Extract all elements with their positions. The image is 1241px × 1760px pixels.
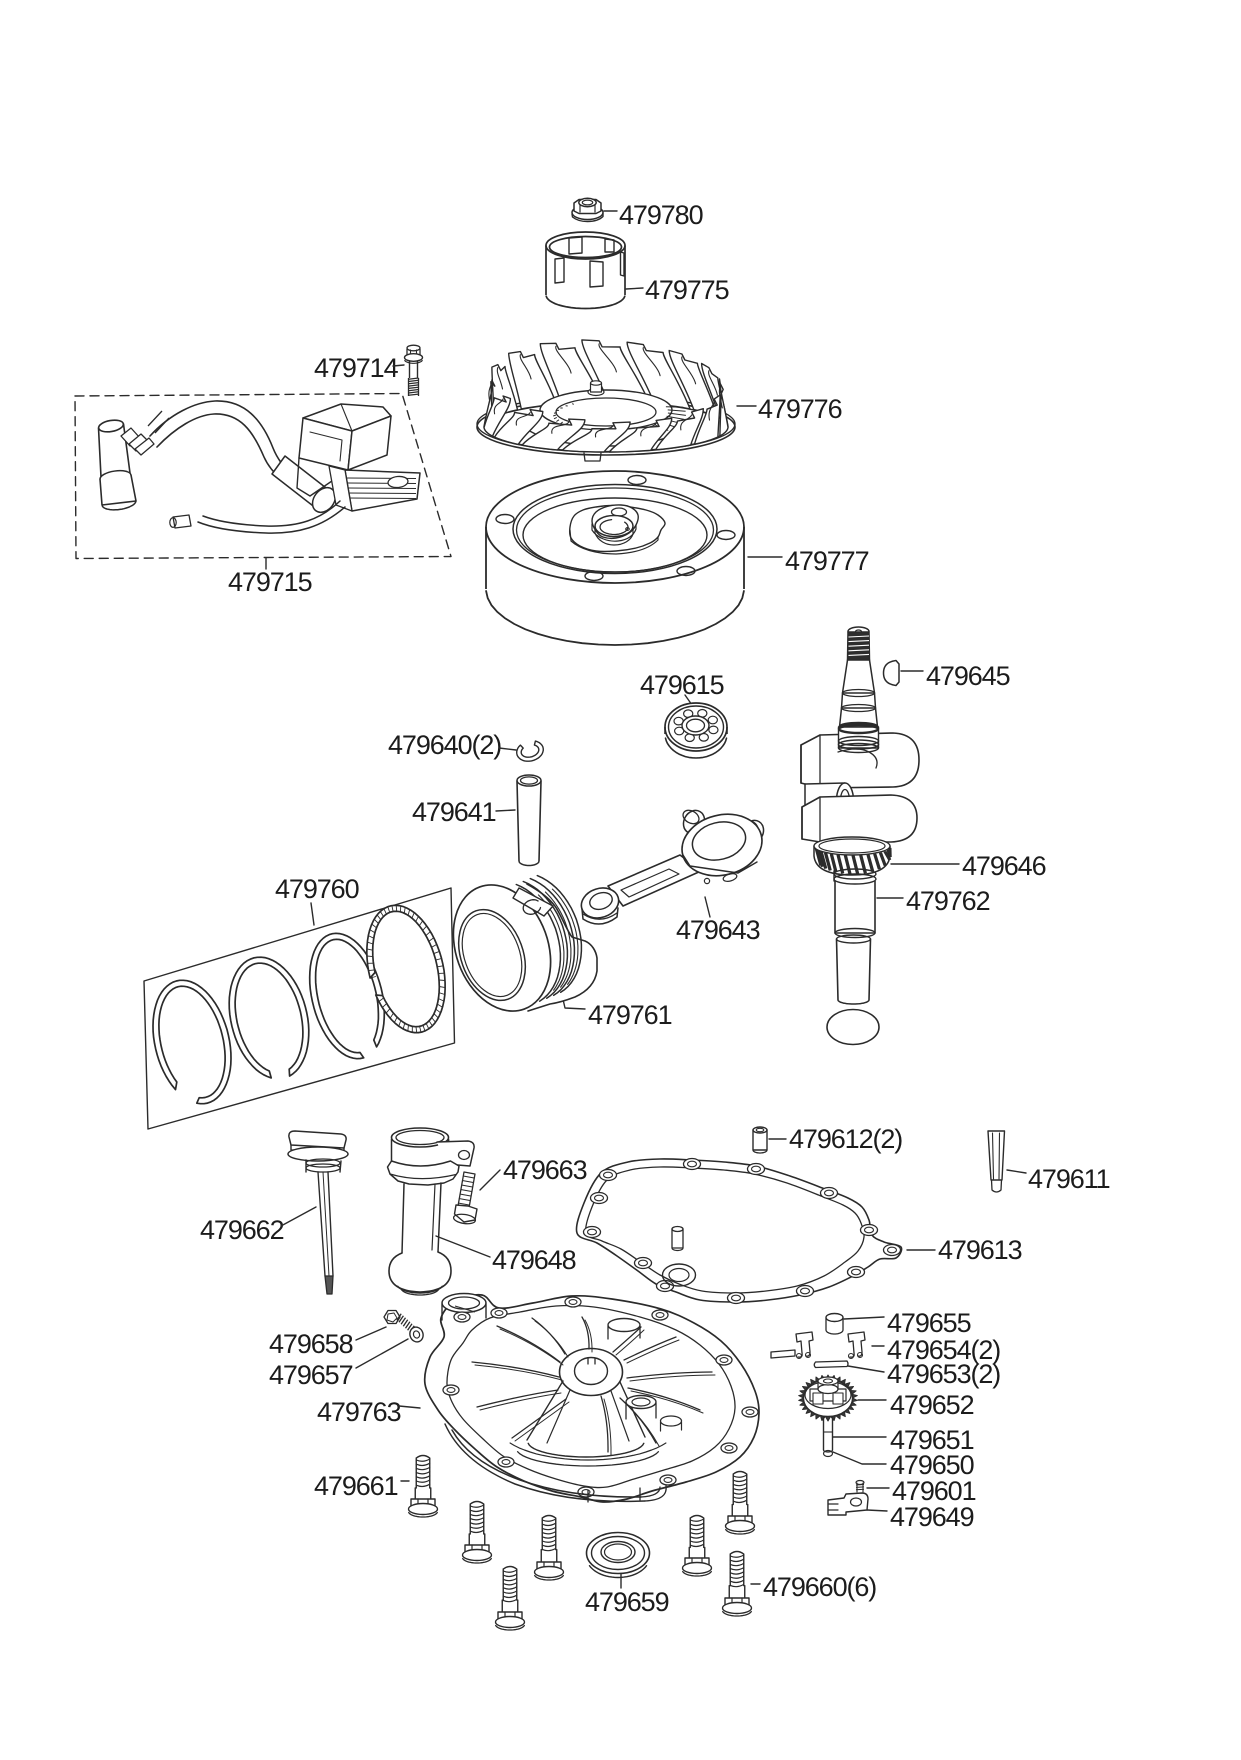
svg-text:479646: 479646: [962, 851, 1046, 881]
svg-text:479715: 479715: [228, 567, 312, 597]
svg-text:479613: 479613: [938, 1235, 1022, 1265]
svg-text:479652: 479652: [890, 1390, 974, 1420]
svg-text:479776: 479776: [758, 394, 842, 424]
svg-text:479775: 479775: [645, 275, 729, 305]
svg-text:479648: 479648: [492, 1245, 576, 1275]
svg-text:479643: 479643: [676, 915, 760, 945]
svg-text:479662: 479662: [200, 1215, 284, 1245]
svg-text:479615: 479615: [640, 670, 724, 700]
svg-text:479762: 479762: [906, 886, 990, 916]
svg-text:479649: 479649: [890, 1502, 974, 1532]
svg-text:479777: 479777: [785, 546, 869, 576]
svg-text:479640(2): 479640(2): [388, 730, 501, 760]
svg-text:479611: 479611: [1028, 1164, 1110, 1194]
svg-text:479661: 479661: [314, 1471, 398, 1501]
svg-text:479659: 479659: [585, 1587, 669, 1617]
svg-text:479663: 479663: [503, 1155, 587, 1185]
svg-text:479641: 479641: [412, 797, 496, 827]
svg-text:479780: 479780: [619, 200, 703, 230]
svg-text:479760: 479760: [275, 874, 359, 904]
svg-text:479645: 479645: [926, 661, 1010, 691]
svg-text:479714: 479714: [314, 353, 399, 383]
svg-text:479660(6): 479660(6): [763, 1572, 876, 1602]
svg-text:479658: 479658: [269, 1329, 353, 1359]
svg-text:479612(2): 479612(2): [789, 1124, 902, 1154]
svg-text:479655: 479655: [887, 1308, 971, 1338]
svg-text:479763: 479763: [317, 1397, 401, 1427]
svg-text:479657: 479657: [269, 1360, 353, 1390]
svg-text:479653(2): 479653(2): [887, 1359, 1000, 1389]
svg-text:479761: 479761: [588, 1000, 672, 1030]
